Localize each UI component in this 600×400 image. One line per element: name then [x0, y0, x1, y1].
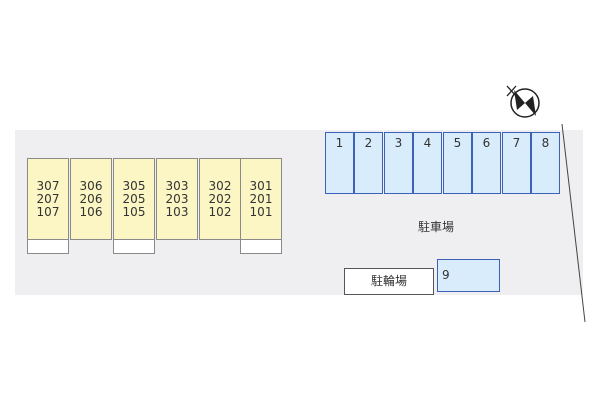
parking-space: 8: [531, 132, 560, 194]
unit-number: 205: [122, 191, 146, 206]
unit-column-303: 303 203 103: [156, 158, 198, 240]
unit-number: 302: [208, 178, 232, 193]
unit-column-305: 305 205 105: [113, 158, 155, 240]
parking-space: 2: [354, 132, 383, 194]
parking-space: 7: [502, 132, 531, 194]
unit-number: 101: [249, 204, 273, 219]
unit-number: 207: [36, 191, 60, 206]
property-boundary: [561, 123, 586, 323]
unit-number: 202: [208, 191, 232, 206]
unit-number: 206: [79, 191, 103, 206]
parking-space: 4: [413, 132, 442, 194]
unit-number: 102: [208, 204, 232, 219]
unit-column-306: 306 206 106: [70, 158, 112, 240]
unit-number: 201: [249, 191, 273, 206]
unit-number: 106: [79, 204, 103, 219]
unit-number: 301: [249, 178, 273, 193]
unit-column-301: 301 201 101: [240, 158, 282, 240]
unit-number: 307: [36, 178, 60, 193]
unit-entrance: [113, 240, 155, 254]
unit-number: 203: [165, 191, 189, 206]
unit-column-302: 302 202 102: [199, 158, 241, 240]
north-arrow-icon: [506, 85, 540, 118]
unit-number: 306: [79, 178, 103, 193]
parking-space: 6: [472, 132, 501, 194]
unit-number: 107: [36, 204, 60, 219]
unit-number: 105: [122, 204, 146, 219]
parking-space-9: 9: [437, 259, 500, 292]
unit-number: 103: [165, 204, 189, 219]
bicycle-parking: 駐輪場: [344, 268, 434, 295]
parking-label: 駐車場: [418, 220, 455, 234]
parking-space: 3: [384, 132, 413, 194]
unit-entrance: [240, 240, 282, 254]
unit-number: 305: [122, 178, 146, 193]
parking-space: 5: [443, 132, 472, 194]
parking-space: 1: [325, 132, 354, 194]
unit-entrance: [27, 240, 69, 254]
unit-column-307: 307 207 107: [27, 158, 69, 240]
unit-number: 303: [165, 178, 189, 193]
